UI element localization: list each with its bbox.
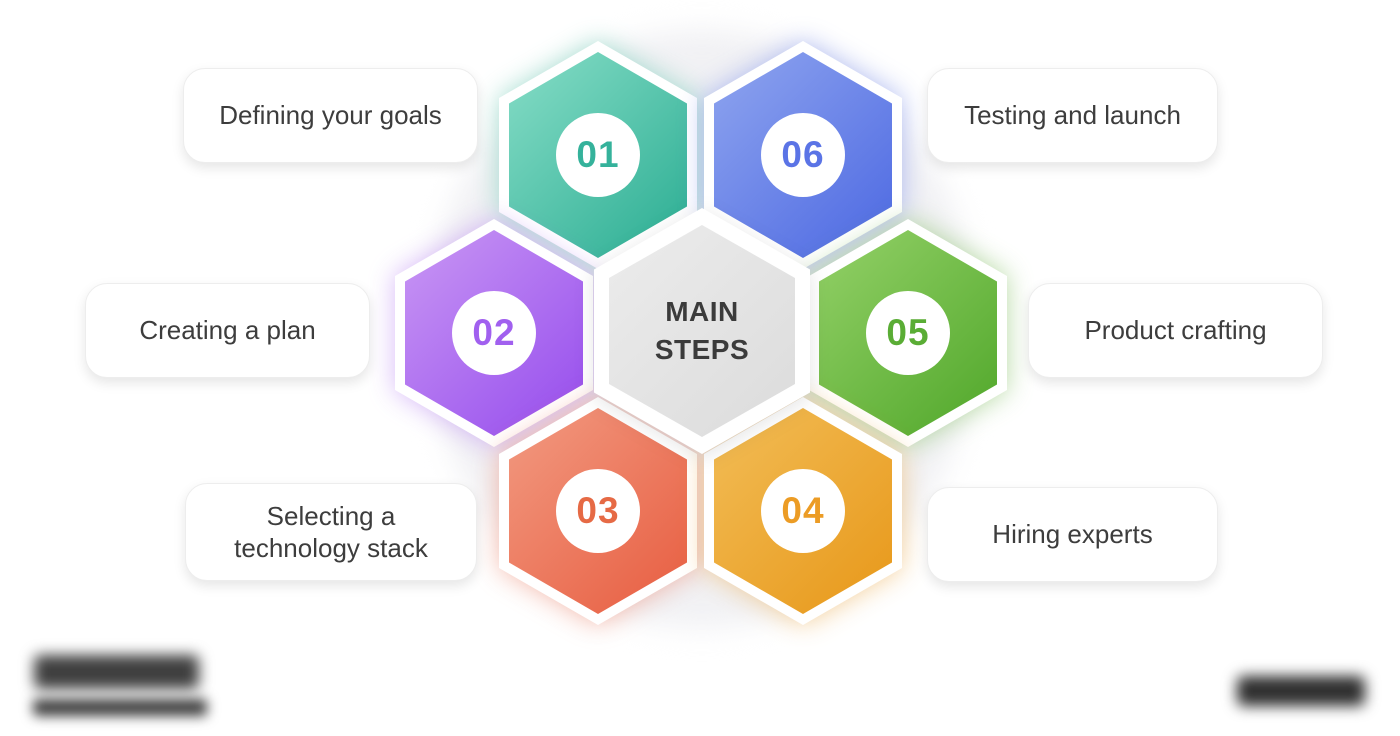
hexagon-center: MAIN STEPS [594,208,810,454]
label-card-step-03: Selecting a technology stack [185,483,477,581]
hexagon-body: 02 [405,230,583,436]
step-label: Product crafting [1084,315,1267,346]
step-number: 06 [781,134,825,175]
step-number: 02 [472,312,516,353]
diagram-title-line2: STEPS [654,334,750,365]
hexagon-step-03: 03 [499,397,697,625]
step-number: 05 [886,312,930,353]
label-card-step-02: Creating a plan [85,283,370,378]
number-circle: 03 [556,469,640,553]
hexagon-step-02: 02 [395,219,593,447]
step-label: Selecting a technology stack [234,500,428,564]
label-card-step-04: Hiring experts [927,487,1218,582]
step-number: 03 [576,490,620,531]
label-card-step-05: Product crafting [1028,283,1323,378]
label-card-step-01: Defining your goals [183,68,478,163]
number-circle: 05 [866,291,950,375]
diagram-title-line1: MAIN [665,296,739,328]
hexagon-step-05: 05 [809,219,1007,447]
hexagon-body: 05 [819,230,997,436]
step-label: Testing and launch [964,100,1181,131]
step-label: Defining your goals [219,100,442,131]
step-label: Creating a plan [139,315,316,346]
hexagon-step-06: 06 [704,41,902,269]
hexagon-body: 06 [714,52,892,258]
blurred-logo-left-icon [34,655,199,689]
hexagon-step-01: 01 [499,41,697,269]
number-circle: 01 [556,113,640,197]
number-circle: 06 [761,113,845,197]
blurred-logo-right-icon [1237,676,1365,706]
number-circle: 02 [452,291,536,375]
blurred-logo-left-underline [33,699,207,716]
hexagon-body: 01 [509,52,687,258]
label-card-step-06: Testing and launch [927,68,1218,163]
diagram-title: MAIN STEPS [655,293,749,369]
number-circle: 04 [761,469,845,553]
step-label: Hiring experts [992,519,1153,550]
step-number: 01 [576,134,620,175]
step-number: 04 [781,490,825,531]
hexagon-step-04: 04 [704,397,902,625]
hexagon-body: MAIN STEPS [609,225,795,437]
